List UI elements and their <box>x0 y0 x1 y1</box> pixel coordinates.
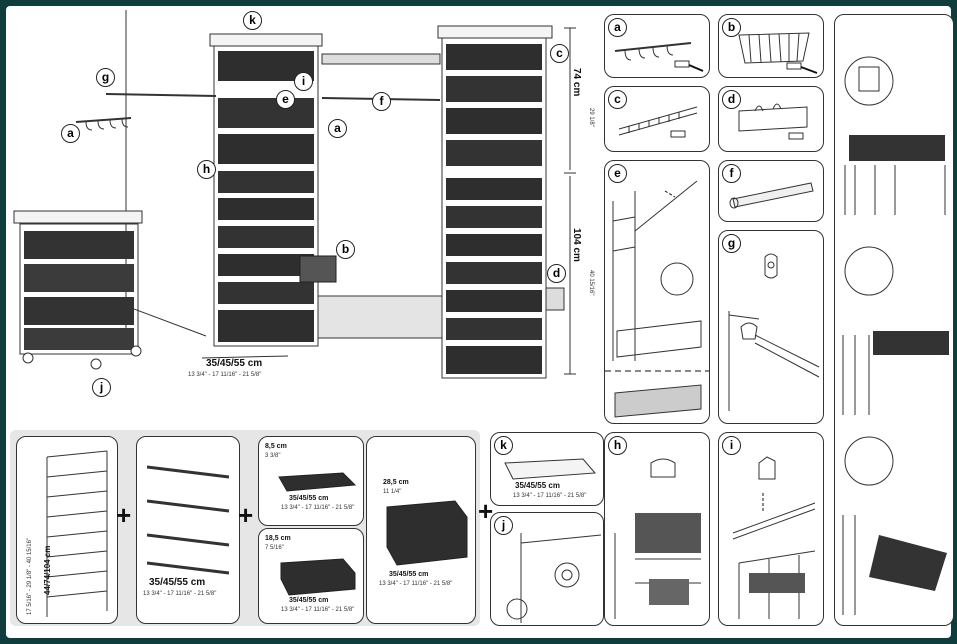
basket-large-height: 28,5 cm <box>383 479 409 486</box>
detail-panel-g: g <box>718 230 824 424</box>
basket-large-height-sub: 11 1/4" <box>383 489 402 495</box>
dim-width: 35/45/55 cm <box>206 358 263 369</box>
detail-panel-e: e <box>604 160 710 424</box>
basket-large-width-sub: 13 3/4" - 17 11/16" - 21 5/8" <box>379 581 453 587</box>
basket-large-illustration <box>386 500 468 566</box>
callout-c: c <box>550 44 569 63</box>
tower-left <box>209 33 323 347</box>
basket-small-width: 35/45/55 cm <box>289 495 329 502</box>
panel-label-f: f <box>722 164 741 183</box>
basket-mid-width-sub: 13 3/4" - 17 11/16" - 21 5/8" <box>281 607 355 613</box>
basket-small-height-sub: 3 3/8" <box>265 453 281 459</box>
panel-label-e: e <box>608 164 627 183</box>
hook-mount-illustration <box>732 456 816 619</box>
panel-label-k: k <box>494 436 513 455</box>
shelf-install-illustration <box>605 180 709 418</box>
callout-a-tower: a <box>328 119 347 138</box>
basket-mid-width: 35/45/55 cm <box>289 597 329 604</box>
component-basket-mid: 18,5 cm 7 5/16" 35/45/55 cm 13 3/4" - 17… <box>258 528 364 624</box>
callout-b: b <box>336 240 355 259</box>
tower-right <box>437 25 553 379</box>
top-shelf-width: 35/45/55 cm <box>515 481 560 490</box>
hook-rail-illustration <box>614 42 704 72</box>
frame-height-sub: 17 5/16" - 29 1/8" - 40 15/16" <box>27 537 33 615</box>
dim-height-bottom: 104 cm <box>571 228 582 262</box>
top-shelf-illustration <box>504 458 597 480</box>
main-scene-illustration <box>13 10 576 379</box>
basket-mid-height-sub: 7 5/16" <box>265 545 284 551</box>
detail-panel-j: j <box>490 512 604 626</box>
basket-small-height: 8,5 cm <box>265 443 287 450</box>
mobile-drawer-unit <box>13 210 143 370</box>
panel-label-h: h <box>608 436 627 455</box>
basket-large-width: 35/45/55 cm <box>389 571 429 578</box>
instruction-sheet: k g i c e f a a h b d j 74 cm 29 1/8" 10… <box>6 6 954 638</box>
plus-sign: + <box>238 500 254 530</box>
detail-panel-i: i <box>718 432 824 626</box>
basket-mid-height: 18,5 cm <box>265 535 291 542</box>
panel-label-i: i <box>722 436 741 455</box>
detail-panel-k: k 35/45/55 cm 13 3/4" - 17 11/16" - 21 5… <box>490 432 604 506</box>
dim-height-top: 74 cm <box>571 68 582 97</box>
detail-panel-c: c <box>604 86 710 152</box>
hanging-basket-illustration <box>738 32 818 74</box>
panel-label-j: j <box>494 516 513 535</box>
callout-a-wall: a <box>61 124 80 143</box>
panel-label-d: d <box>722 90 741 109</box>
clothes-rod-illustration <box>729 182 814 209</box>
shoe-rail-illustration <box>618 106 698 138</box>
runners-width-sub: 13 3/4" - 17 11/16" - 21 5/8" <box>143 591 217 597</box>
detail-panel-f: f <box>718 160 824 222</box>
main-scene: k g i c e f a a h b d j 74 cm 29 1/8" 10… <box>6 6 606 426</box>
callout-f: f <box>372 92 391 111</box>
runner-clip-illustration <box>614 458 701 619</box>
callout-i: i <box>294 72 313 91</box>
plus-sign: + <box>478 496 494 526</box>
basket-small-illustration <box>278 472 357 492</box>
component-basket-small: 8,5 cm 3 3/8" 35/45/55 cm 13 3/4" - 17 1… <box>258 436 364 526</box>
component-frame: 44/74/104 cm 17 5/16" - 29 1/8" - 40 15/… <box>16 436 118 624</box>
panel-label-a: a <box>608 18 627 37</box>
component-basket-large: 28,5 cm 11 1/4" 35/45/55 cm 13 3/4" - 17… <box>366 436 476 624</box>
dim-height-bottom-sub: 40 15/16" <box>588 270 594 296</box>
frame-height: 44/74/104 cm <box>43 545 52 595</box>
panel-label-c: c <box>608 90 627 109</box>
panel-label-b: b <box>722 18 741 37</box>
hanging-rack-illustration <box>738 103 808 140</box>
dim-width-sub: 13 3/4" - 17 11/16" - 21 5/8" <box>188 372 262 378</box>
detail-panel-a: a <box>604 14 710 78</box>
callout-j: j <box>92 378 111 397</box>
component-runners: 35/45/55 cm 13 3/4" - 17 11/16" - 21 5/8… <box>136 436 240 624</box>
basket-install-steps-illustration <box>842 56 949 615</box>
callout-k: k <box>243 11 262 30</box>
rod-bracket-illustration <box>728 253 820 411</box>
detail-panel-d: d <box>718 86 824 152</box>
runners-illustration <box>146 465 230 575</box>
callout-d: d <box>547 264 566 283</box>
top-shelf-width-sub: 13 3/4" - 17 11/16" - 21 5/8" <box>513 493 587 499</box>
basket-mid-illustration <box>280 558 356 596</box>
callout-g: g <box>96 68 115 87</box>
detail-panel-b: b <box>718 14 824 78</box>
detail-panel-install-steps <box>834 14 954 626</box>
runners-width: 35/45/55 cm <box>149 577 206 588</box>
callout-h: h <box>197 160 216 179</box>
panel-label-g: g <box>722 234 741 253</box>
callout-e: e <box>276 90 295 109</box>
plus-sign: + <box>116 500 132 530</box>
dim-height-top-sub: 29 1/8" <box>588 108 594 127</box>
detail-panel-h: h <box>604 432 710 626</box>
caster-wheel-illustration <box>506 533 602 623</box>
frame-illustration <box>46 450 108 617</box>
basket-small-width-sub: 13 3/4" - 17 11/16" - 21 5/8" <box>281 505 355 511</box>
